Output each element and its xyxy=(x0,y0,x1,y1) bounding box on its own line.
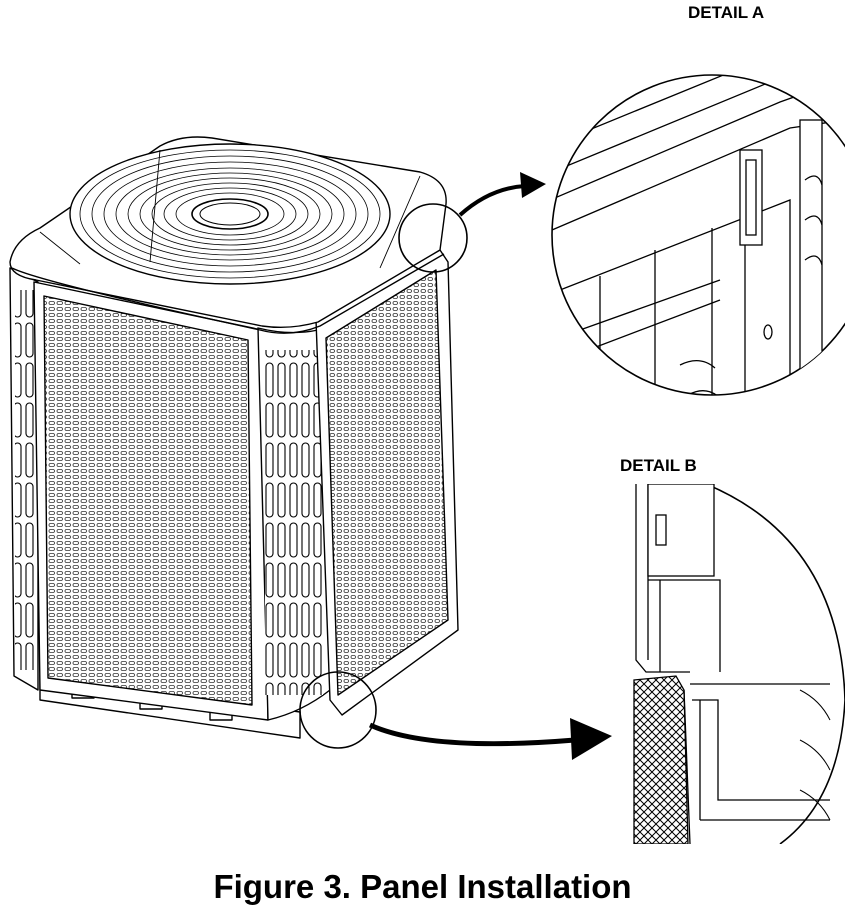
detail-b-label: DETAIL B xyxy=(620,456,697,475)
detail-b-callout-circle xyxy=(299,671,377,749)
detail-a-view xyxy=(551,74,845,396)
detail-b-view xyxy=(633,484,845,844)
right-grille xyxy=(325,269,449,696)
detail-a-callout-circle xyxy=(398,203,468,273)
arrow-to-detail-a xyxy=(458,184,526,217)
arrowhead-b xyxy=(570,718,612,760)
figure-caption: Figure 3. Panel Installation xyxy=(213,868,632,905)
front-grille xyxy=(43,295,253,706)
fan-guard xyxy=(69,143,391,285)
arrow-to-detail-b xyxy=(368,722,576,747)
left-louvers xyxy=(15,290,35,670)
arrowhead-a xyxy=(520,172,546,198)
detail-a-label: DETAIL A xyxy=(688,3,765,22)
corner-louvers xyxy=(265,350,323,695)
condenser-unit xyxy=(9,136,468,749)
